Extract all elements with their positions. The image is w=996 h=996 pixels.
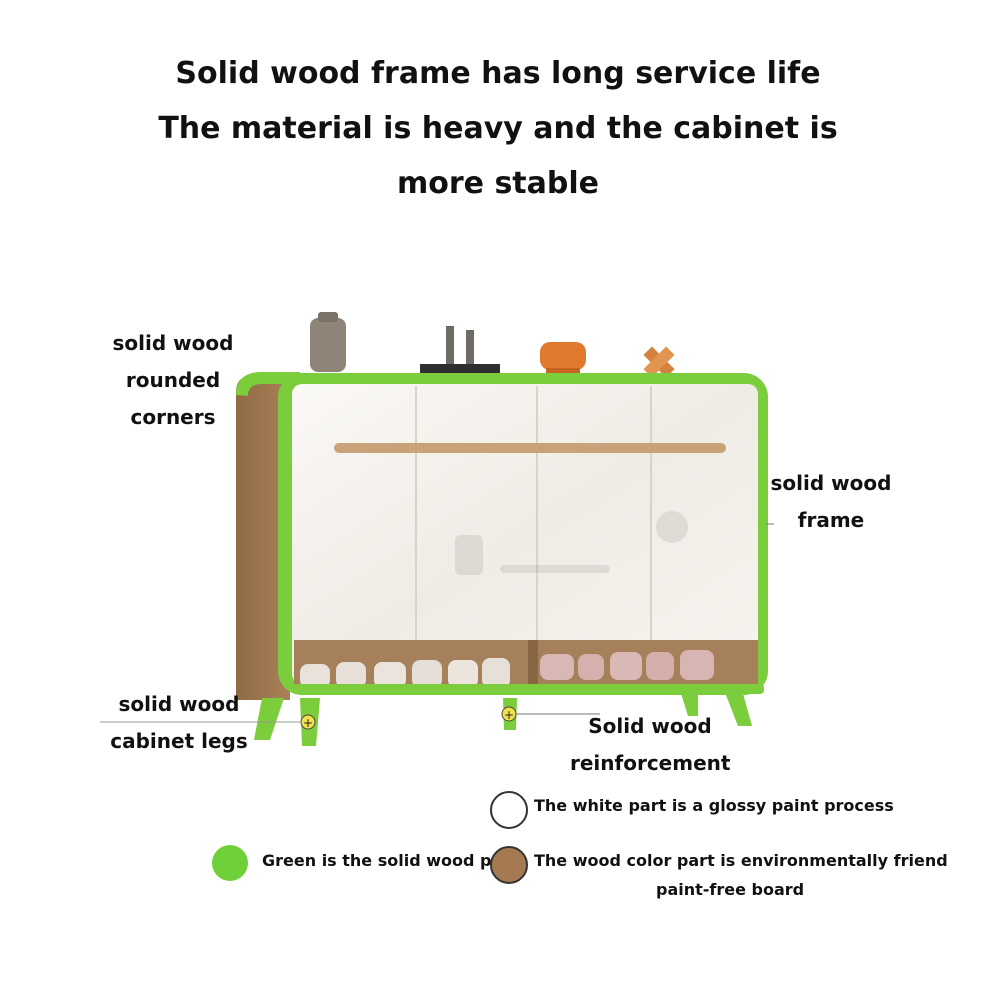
handle-strip	[334, 443, 726, 453]
callout-line: cabinet legs	[110, 729, 248, 753]
green-swatch-icon	[212, 845, 248, 881]
shoes-left	[300, 658, 510, 688]
callout-reinforcement: Solid wood reinforcement	[570, 708, 730, 782]
headline-line-3: more stable	[396, 166, 599, 201]
callout-rounded-corners: solid wood rounded corners	[108, 325, 238, 436]
callout-line: solid wood	[770, 471, 892, 495]
legend-green-text: Green is the solid wood part	[262, 851, 518, 870]
vase-decor	[310, 312, 346, 372]
wooden-knot-decor	[643, 346, 675, 378]
cabinet-doors	[415, 386, 652, 640]
headline-line-2: The material is heavy and the cabinet is	[158, 111, 838, 146]
callout-line: reinforcement	[570, 751, 731, 775]
callout-line: solid wood	[118, 692, 240, 716]
candle-holders-decor	[420, 326, 500, 373]
legend-wood-text-line2: paint-free board	[656, 880, 805, 899]
reinforcement-marker-icon	[300, 714, 316, 730]
wood-swatch-icon	[490, 846, 528, 884]
cabinet-side-panel	[236, 376, 290, 700]
legend-wood-text-line1: The wood color part is environmentally f…	[534, 851, 948, 870]
callout-frame: solid wood frame	[768, 465, 894, 539]
callout-line: frame	[797, 508, 865, 532]
callout-line: Solid wood	[588, 714, 712, 738]
callout-line: solid wood	[112, 331, 234, 355]
svg-text:+: +	[504, 708, 514, 722]
headline-line-1: Solid wood frame has long service life	[175, 56, 821, 91]
callout-line: rounded	[125, 368, 221, 392]
cabinet-legs	[254, 690, 752, 746]
orange-pot-decor	[540, 342, 586, 376]
white-swatch-icon	[490, 791, 528, 829]
shoes-right	[540, 650, 714, 680]
callout-line: corners	[130, 405, 216, 429]
legend-white-text: The white part is a glossy paint process	[534, 796, 894, 815]
svg-text:+: +	[303, 716, 313, 730]
callout-legs: solid wood cabinet legs	[108, 686, 250, 760]
